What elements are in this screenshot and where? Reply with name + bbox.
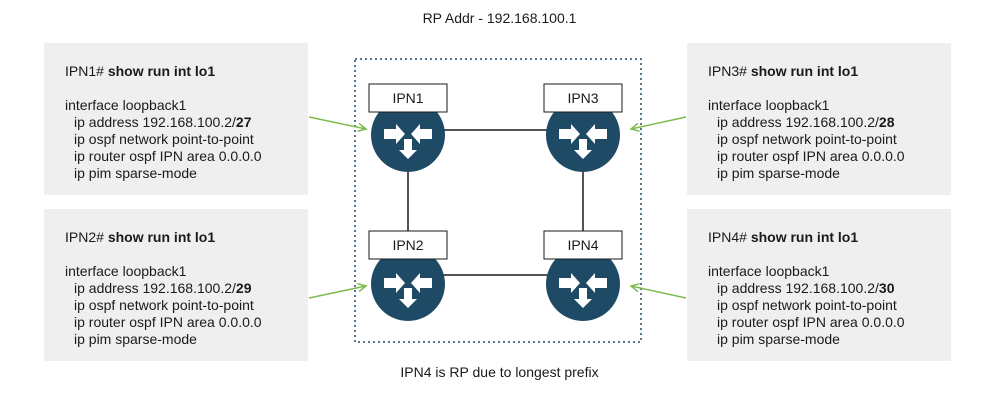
rp-address-title: RP Addr - 192.168.100.1: [422, 10, 577, 26]
command: show run int lo1: [750, 63, 859, 79]
ip-address-line: ip address 192.168.100.2/30: [708, 280, 951, 297]
rp-selection-note: IPN4 is RP due to longest prefix: [400, 364, 599, 380]
ip-prefix: ip address 192.168.100.2/: [74, 114, 236, 130]
arrow-ipn1: [308, 116, 366, 129]
ospf-network-line: ip ospf network point-to-point: [74, 297, 254, 313]
command: show run int lo1: [107, 63, 216, 79]
router-ipn1: IPN1: [368, 83, 448, 172]
ospf-network-line: ip ospf network point-to-point: [717, 131, 897, 147]
command: show run int lo1: [750, 229, 859, 245]
prompt: IPN3#: [708, 63, 747, 79]
command: show run int lo1: [107, 229, 216, 245]
prefix-mask: 27: [235, 114, 252, 130]
arrow-ipn3: [631, 116, 687, 129]
ip-address-line: ip address 192.168.100.2/29: [65, 280, 308, 297]
arrow-ipn4: [631, 286, 687, 299]
prompt: IPN2#: [65, 229, 104, 245]
router-icon: [371, 247, 445, 321]
router-icon: [371, 98, 445, 172]
prefix-mask: 28: [878, 114, 895, 130]
pim-line: ip pim sparse-mode: [717, 331, 840, 347]
pim-line: ip pim sparse-mode: [74, 165, 197, 181]
ip-prefix: ip address 192.168.100.2/: [717, 280, 879, 296]
iface-line: interface loopback1: [708, 97, 830, 113]
pim-line: ip pim sparse-mode: [717, 165, 840, 181]
router-label: IPN2: [392, 237, 423, 253]
rp-domain-boundary: [354, 58, 642, 343]
router-ipn3: IPN3: [543, 83, 623, 172]
pim-line: ip pim sparse-mode: [74, 331, 197, 347]
router-label: IPN1: [392, 90, 423, 106]
ospf-network-line: ip ospf network point-to-point: [717, 297, 897, 313]
ip-address-line: ip address 192.168.100.2/27: [65, 114, 308, 131]
ip-address-line: ip address 192.168.100.2/28: [708, 114, 951, 131]
prompt: IPN1#: [65, 63, 104, 79]
config-panel-ipn3: IPN3# show run int lo1 interface loopbac…: [687, 43, 951, 195]
router-ipn4: IPN4: [543, 230, 623, 321]
iface-line: interface loopback1: [708, 263, 830, 279]
prefix-mask: 30: [878, 280, 895, 296]
ospf-area-line: ip router ospf IPN area 0.0.0.0: [717, 148, 905, 164]
router-label: IPN3: [567, 90, 598, 106]
ospf-area-line: ip router ospf IPN area 0.0.0.0: [74, 148, 262, 164]
ip-prefix: ip address 192.168.100.2/: [717, 114, 879, 130]
router-ipn2: IPN2: [368, 230, 448, 321]
router-icon: [546, 98, 620, 172]
router-icon: [546, 247, 620, 321]
prefix-mask: 29: [235, 280, 252, 296]
prompt: IPN4#: [708, 229, 747, 245]
arrow-ipn2: [308, 286, 366, 299]
ospf-area-line: ip router ospf IPN area 0.0.0.0: [74, 314, 262, 330]
ip-prefix: ip address 192.168.100.2/: [74, 280, 236, 296]
iface-line: interface loopback1: [65, 263, 187, 279]
ospf-network-line: ip ospf network point-to-point: [74, 131, 254, 147]
router-label: IPN4: [567, 237, 598, 253]
config-panel-ipn1: IPN1# show run int lo1 interface loopbac…: [44, 43, 308, 195]
iface-line: interface loopback1: [65, 97, 187, 113]
config-panel-ipn2: IPN2# show run int lo1 interface loopbac…: [44, 209, 308, 361]
ospf-area-line: ip router ospf IPN area 0.0.0.0: [717, 314, 905, 330]
config-panel-ipn4: IPN4# show run int lo1 interface loopbac…: [687, 209, 951, 361]
